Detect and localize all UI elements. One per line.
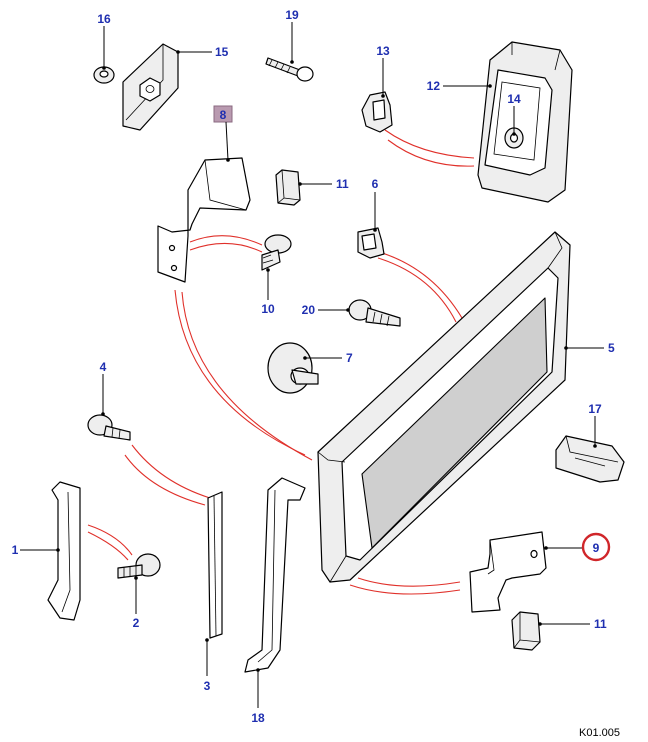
screw-10: [261, 234, 292, 271]
screw-4: [87, 414, 131, 441]
pillar-trim-1: [47, 481, 81, 621]
bracket-8: [157, 157, 251, 283]
plate-with-nut-15: [122, 43, 179, 131]
callout-11-upper: 11: [336, 177, 349, 191]
callout-7: 7: [346, 351, 353, 365]
pad-11-lower: [511, 611, 541, 651]
screw-2: [117, 553, 161, 579]
callout-9: 9: [593, 541, 600, 555]
pad-11-upper: [275, 169, 301, 206]
channel-seal-18: [244, 477, 306, 673]
callout-1: 1: [12, 543, 19, 557]
callout-4: 4: [100, 360, 107, 374]
callout-19: 19: [285, 8, 299, 22]
callout-3: 3: [204, 679, 211, 693]
highlight-circle-9: [581, 532, 611, 562]
callout-16: 16: [97, 12, 111, 26]
reference-code: K01.005: [579, 727, 620, 739]
housing-12: [477, 41, 573, 203]
callout-8: 8: [220, 108, 227, 122]
screw-20: [348, 299, 401, 327]
callout-10: 10: [261, 302, 275, 316]
clip-6: [357, 227, 385, 259]
clip-block-17: [555, 435, 625, 483]
callout-2: 2: [133, 616, 140, 630]
callout-5: 5: [608, 341, 615, 355]
door-frame-5: [317, 231, 571, 583]
callout-13: 13: [376, 44, 390, 58]
callout-20: 20: [302, 303, 316, 317]
callout-6: 6: [372, 177, 379, 191]
screw-with-washer-7: [267, 342, 319, 394]
callout-15: 15: [215, 45, 229, 59]
association-curves: [87, 129, 475, 595]
screw-19: [265, 57, 314, 82]
callout-17: 17: [588, 402, 602, 416]
bracket-9: [469, 531, 547, 613]
callout-18: 18: [251, 711, 265, 725]
callout-12: 12: [427, 79, 441, 93]
strip-3: [207, 491, 223, 639]
highlight-box-8: [213, 105, 233, 123]
callout-11-lower: 11: [594, 617, 607, 631]
clip-13: [361, 91, 393, 133]
callout-14: 14: [507, 92, 521, 106]
